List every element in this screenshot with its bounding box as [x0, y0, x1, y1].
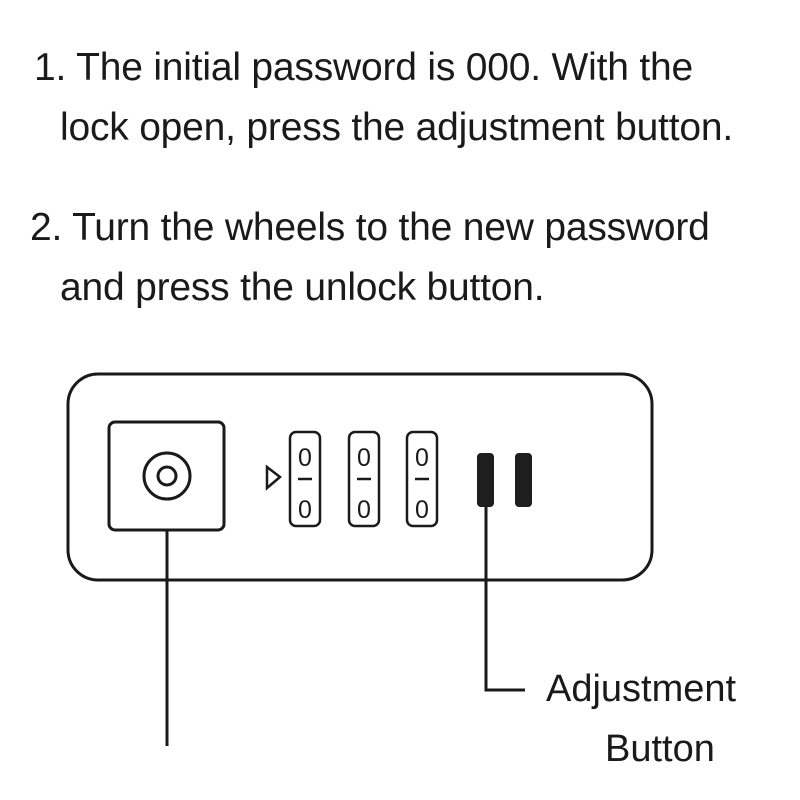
step-2-number: 2. [30, 206, 63, 249]
combination-wheel[interactable]: 00 [288, 430, 322, 528]
adjustment-leader-line [484, 507, 525, 692]
wheel-digit-top: 0 [415, 444, 429, 472]
combination-wheel[interactable]: 00 [405, 430, 439, 528]
adjustment-label-line-1: Adjustment [546, 668, 737, 710]
wheel-digit-bottom: 0 [357, 496, 371, 524]
step-2-line-2: and press the unlock button. [60, 266, 545, 309]
wheel-frame [347, 430, 381, 528]
wheel-indicator-triangle-icon [265, 464, 282, 491]
adjustment-button[interactable] [477, 453, 494, 507]
step-2-text: Turn the wheels to the new password [72, 206, 710, 249]
lock-slot [515, 453, 532, 507]
step-1-line-1: 1. The initial password is 000. With the [34, 46, 693, 90]
combination-wheel[interactable]: 00 [347, 430, 381, 528]
step-1-text: The initial password is 000. With the [76, 46, 693, 89]
adjustment-label-line-2: Button [605, 728, 715, 770]
wheel-digit-bottom: 0 [415, 496, 429, 524]
step-1-line-2: lock open, press the adjustment button. [60, 106, 733, 149]
step-2-line-1: 2. Turn the wheels to the new password [30, 206, 710, 250]
wheel-digit-bottom: 0 [298, 496, 312, 524]
wheel-digit-top: 0 [357, 444, 371, 472]
wheel-frame [288, 430, 322, 528]
step-1-number: 1. [34, 46, 67, 89]
keyhole-inner-icon [156, 465, 178, 487]
unlock-button[interactable] [107, 420, 226, 532]
keyhole-outer-icon [142, 451, 192, 501]
wheel-frame [405, 430, 439, 528]
wheel-digit-top: 0 [298, 444, 312, 472]
lock-body [66, 372, 654, 582]
